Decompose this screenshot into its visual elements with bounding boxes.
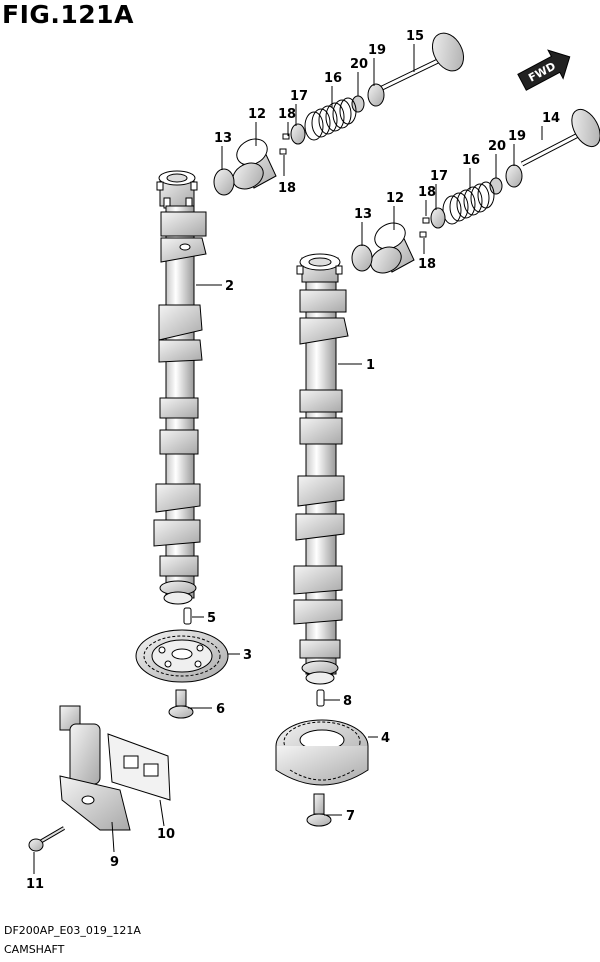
- callout-9: 9: [110, 855, 119, 870]
- callout-15: 15: [406, 29, 424, 44]
- callout-20-lower: 20: [488, 139, 506, 154]
- shim-13: [213, 168, 235, 196]
- spring-16: [304, 97, 357, 141]
- keeper-18-lower: [279, 148, 287, 155]
- callout-4: 4: [381, 731, 390, 746]
- callout-5: 5: [207, 611, 216, 626]
- callout-18-upper-a: 18: [278, 107, 296, 122]
- callout-13-upper: 13: [214, 131, 232, 146]
- callout-7: 7: [346, 809, 355, 824]
- valve-15: [380, 32, 465, 91]
- callout-6: 6: [216, 702, 225, 717]
- bolt-11: [28, 826, 66, 852]
- seat-17: [290, 123, 306, 145]
- tappet-12b: [370, 222, 415, 274]
- shim-13b: [351, 244, 373, 272]
- keeper-18-upper: [282, 133, 290, 140]
- camshaft-exhaust-lobes: [153, 211, 207, 605]
- camshaft-intake: [293, 253, 349, 685]
- pin-8: [316, 689, 325, 707]
- callout-numbers: 1 2 3 4 5 6 7 8 9 10 11 12 12 13 13 14 1…: [26, 29, 560, 892]
- valve-14: [520, 108, 600, 167]
- seal-20: [351, 95, 365, 113]
- figure-title: FIG.121A: [2, 0, 134, 29]
- callout-14: 14: [542, 111, 560, 126]
- pin-5: [183, 607, 192, 625]
- callout-8: 8: [343, 694, 352, 709]
- callout-12-lower: 12: [386, 191, 404, 206]
- vvt-actuator-4: [275, 719, 369, 786]
- leader-lines: [33, 44, 543, 874]
- figure-caption: CAMSHAFT: [4, 943, 65, 956]
- camshaft-exhaust: [153, 170, 207, 605]
- gasket-10: [107, 733, 171, 801]
- figure-code: DF200AP_E03_019_121A: [4, 924, 141, 937]
- tappet-12: [232, 138, 277, 190]
- callout-19-upper: 19: [368, 43, 386, 58]
- spring-16b: [442, 181, 495, 225]
- callout-12-upper: 12: [248, 107, 266, 122]
- valve-assembly-lower: [351, 108, 600, 274]
- seat-17b: [430, 207, 446, 229]
- callout-17-upper: 17: [290, 89, 308, 104]
- fwd-arrow-icon: FWD: [517, 49, 571, 91]
- sprocket-3: [135, 629, 229, 683]
- callout-19-lower: 19: [508, 129, 526, 144]
- retainer-19b: [505, 164, 523, 188]
- callout-17-lower: 17: [430, 169, 448, 184]
- retainer-19: [367, 83, 385, 107]
- oil-control-valve-9: [59, 705, 131, 831]
- callout-1: 1: [366, 358, 375, 373]
- callout-10: 10: [157, 827, 175, 842]
- callout-13-lower: 13: [354, 207, 372, 222]
- callout-16-upper: 16: [324, 71, 342, 86]
- callout-18-upper-b: 18: [278, 181, 296, 196]
- keeper-18b-lower: [419, 231, 427, 238]
- bolt-7: [306, 793, 332, 827]
- camshaft-intake-lobes: [293, 289, 349, 685]
- callout-3: 3: [243, 648, 252, 663]
- callout-11: 11: [26, 877, 44, 892]
- valve-assembly-upper: [213, 32, 465, 196]
- callout-2: 2: [225, 279, 234, 294]
- camshaft-drive-end: [156, 170, 198, 209]
- camshaft-intake-drive-end: [296, 253, 343, 283]
- bolt-6: [168, 689, 194, 719]
- callout-16-lower: 16: [462, 153, 480, 168]
- callout-18-lower-a: 18: [418, 185, 436, 200]
- callout-20-upper: 20: [350, 57, 368, 72]
- keeper-18b-upper: [422, 217, 430, 224]
- callout-18-lower-b: 18: [418, 257, 436, 272]
